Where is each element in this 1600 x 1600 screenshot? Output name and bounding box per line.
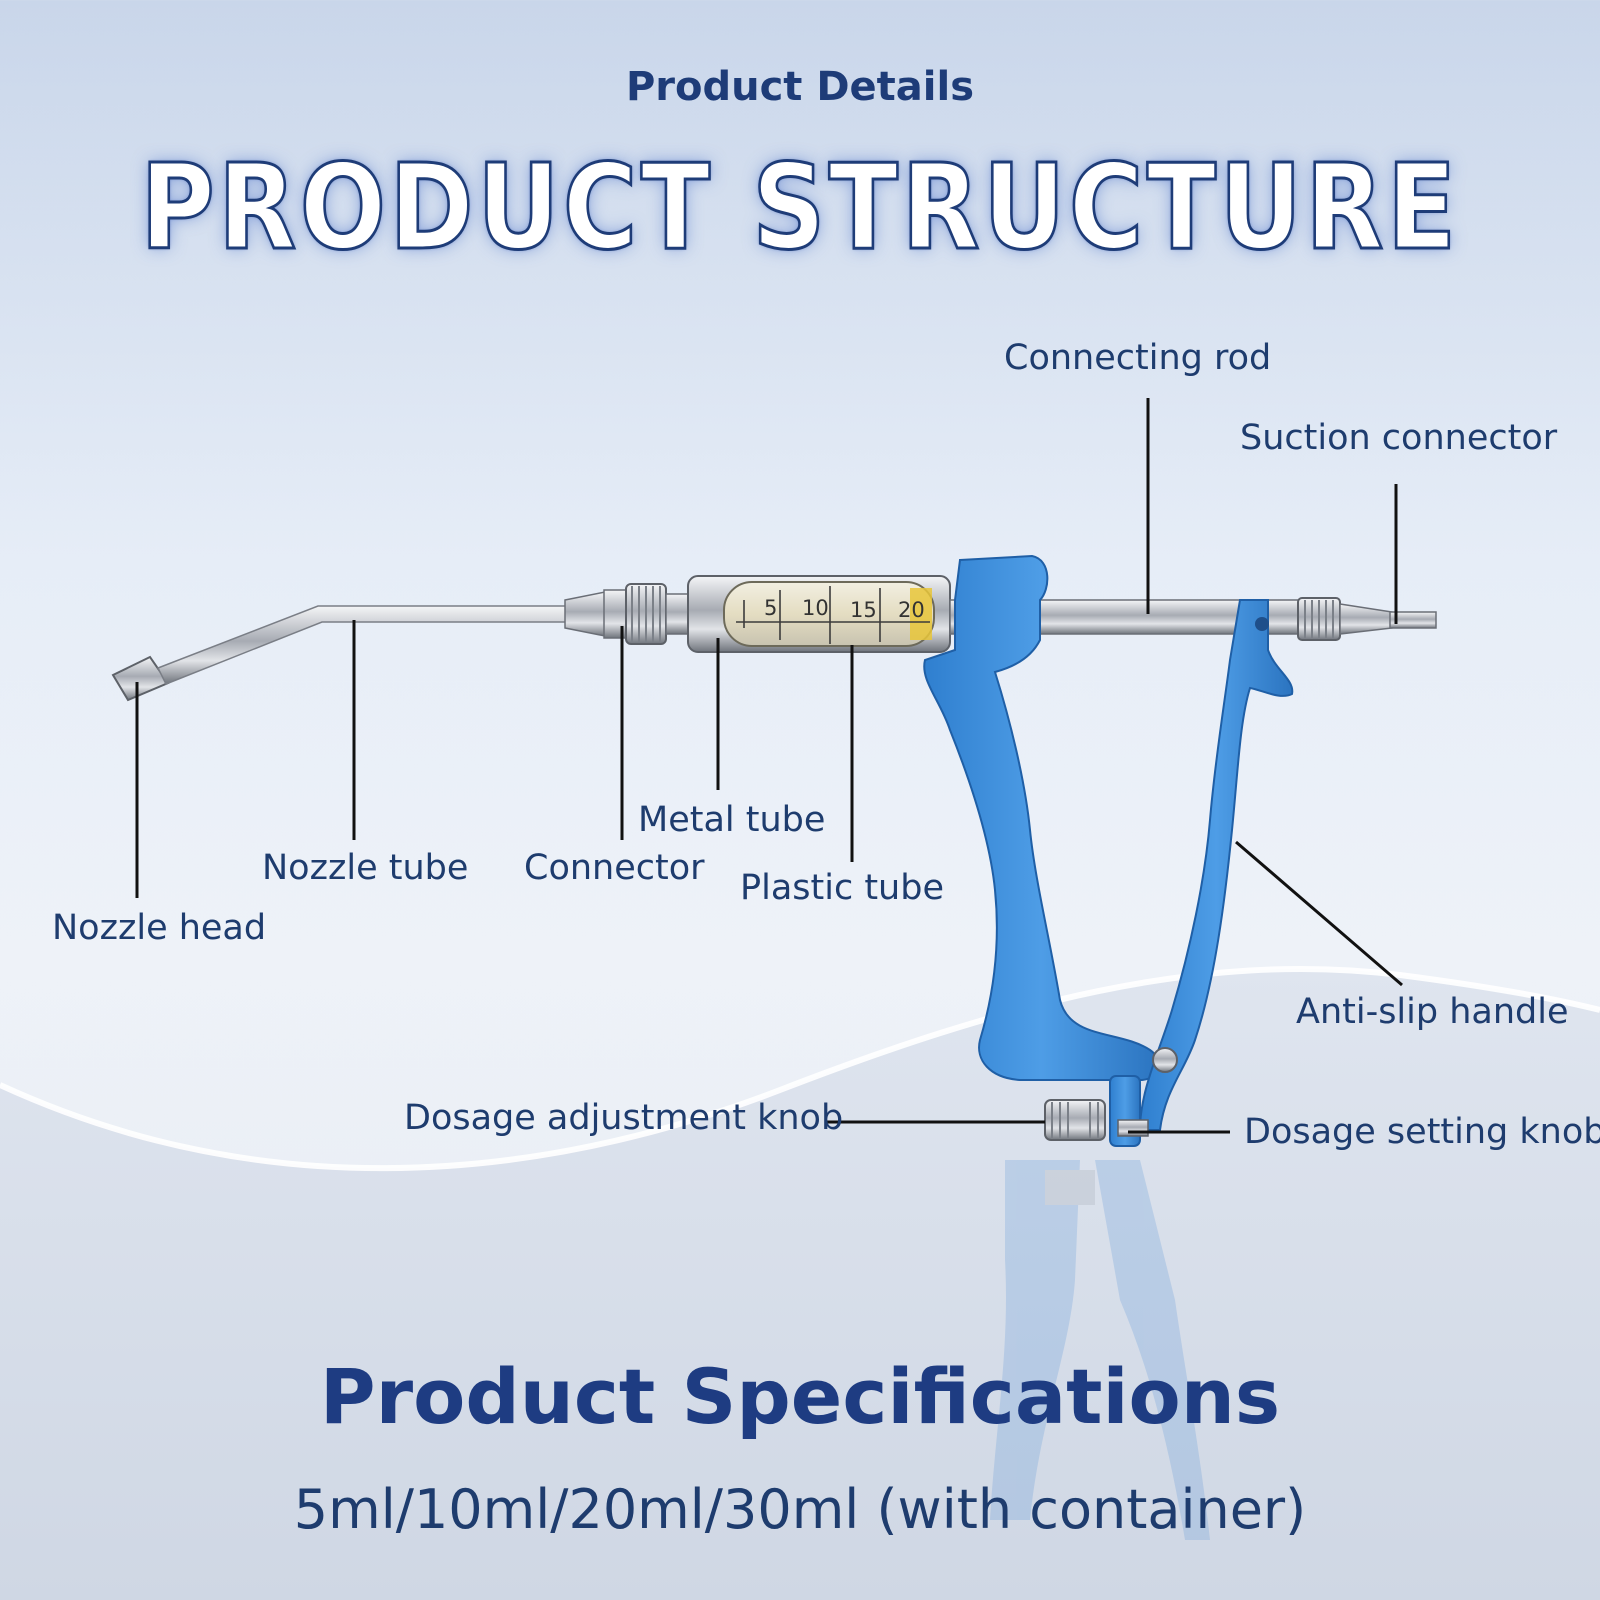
label-metal-tube: Metal tube: [638, 800, 826, 840]
label-anti-slip-handle: Anti-slip handle: [1296, 992, 1569, 1032]
label-dosage-adjustment-knob: Dosage adjustment knob: [404, 1098, 844, 1138]
dosage-setting-knob: [1109, 1075, 1149, 1147]
label-nozzle-head: Nozzle head: [52, 908, 267, 948]
product-reflection: [990, 1160, 1210, 1540]
scale-mark: 5: [764, 596, 778, 620]
label-dosage-setting-knob: Dosage setting knob: [1244, 1112, 1600, 1152]
plastic-tube: [723, 581, 935, 647]
specifications-title: Product Specifications: [319, 1352, 1281, 1441]
section-eyebrow: Product Details: [625, 64, 975, 110]
scale-mark: 20: [898, 598, 925, 622]
dosage-adjustment-knob: [1044, 1099, 1106, 1141]
connector: [564, 583, 667, 645]
specifications-value: 5ml/10ml/20ml/30ml (with container): [293, 1478, 1307, 1541]
anti-slip-handle: [1138, 599, 1294, 1131]
nozzle-head: [111, 655, 170, 702]
label-nozzle-tube: Nozzle tube: [262, 848, 469, 888]
label-connector: Connector: [524, 848, 705, 888]
grip-body: [923, 554, 1160, 1081]
scale-mark: 10: [802, 596, 829, 620]
suction-connector: [1297, 597, 1437, 641]
scale-mark: 15: [850, 598, 877, 622]
nozzle-tube: [156, 605, 569, 685]
label-connecting-rod: Connecting rod: [1004, 338, 1272, 378]
label-suction-connector: Suction connector: [1240, 418, 1558, 458]
callout-lines: [135, 398, 1403, 1134]
page-title: PRODUCT STRUCTURE: [139, 137, 1460, 278]
label-plastic-tube: Plastic tube: [740, 868, 944, 908]
